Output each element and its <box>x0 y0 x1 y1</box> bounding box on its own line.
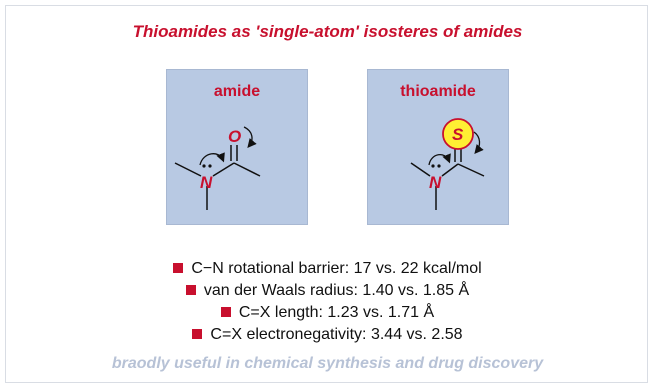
bullet-text: van der Waals radius: 1.40 vs. 1.85 Å <box>203 282 470 299</box>
slide-title: Thioamides as 'single-atom' isosteres of… <box>132 22 523 41</box>
bullet-text: C−N rotational barrier: 17 vs. 22 kcal/m… <box>191 260 482 277</box>
curved-arrow-icon <box>199 152 225 166</box>
n-c-bond <box>212 162 235 177</box>
slide-frame <box>5 5 648 383</box>
red-square-icon <box>185 285 196 295</box>
bullet-item: van der Waals radius: 1.40 vs. 1.85 Å <box>0 280 655 302</box>
curved-arrow-icon <box>243 126 257 148</box>
nitrogen-atom: N <box>200 173 213 192</box>
amide-label: amide <box>213 83 261 100</box>
amide-panel: amide N O <box>166 69 308 225</box>
bullet-item: C=X electronegativity: 3.44 vs. 2.58 <box>0 324 655 346</box>
lone-pair-dot <box>431 164 435 168</box>
c-methyl-bond <box>233 162 261 177</box>
thioamide-panel: thioamide N S <box>367 69 509 225</box>
lone-pair-dot <box>202 164 206 168</box>
footer-tagline: braodly useful in chemical synthesis and… <box>111 355 544 372</box>
red-square-icon <box>173 263 184 273</box>
sulfur-highlight-circle <box>442 118 474 150</box>
comparison-bullet-list: C−N rotational barrier: 17 vs. 22 kcal/m… <box>0 258 655 346</box>
n-c-bond <box>441 163 459 177</box>
n-methyl-bond-left <box>174 162 202 177</box>
n-methyl-bond-left <box>410 162 431 177</box>
amide-structure: N O <box>174 126 261 210</box>
curved-arrow-icon <box>473 131 484 154</box>
bullet-text: C=X length: 1.23 vs. 1.71 Å <box>238 304 435 321</box>
thioamide-structure: N S <box>410 118 485 210</box>
lone-pair-dot <box>437 164 441 168</box>
red-square-icon <box>192 329 203 339</box>
c-methyl-bond <box>457 163 485 177</box>
bullet-item: C−N rotational barrier: 17 vs. 22 kcal/m… <box>0 258 655 280</box>
lone-pair-dot <box>208 164 212 168</box>
red-square-icon <box>220 307 231 317</box>
sulfur-atom: S <box>452 125 464 144</box>
oxygen-atom: O <box>228 127 241 146</box>
nitrogen-atom: N <box>429 173 442 192</box>
bullet-item: C=X length: 1.23 vs. 1.71 Å <box>0 302 655 324</box>
bullet-text: C=X electronegativity: 3.44 vs. 2.58 <box>210 326 463 343</box>
thioamide-label: thioamide <box>400 83 476 100</box>
curved-arrow-icon <box>428 153 451 166</box>
